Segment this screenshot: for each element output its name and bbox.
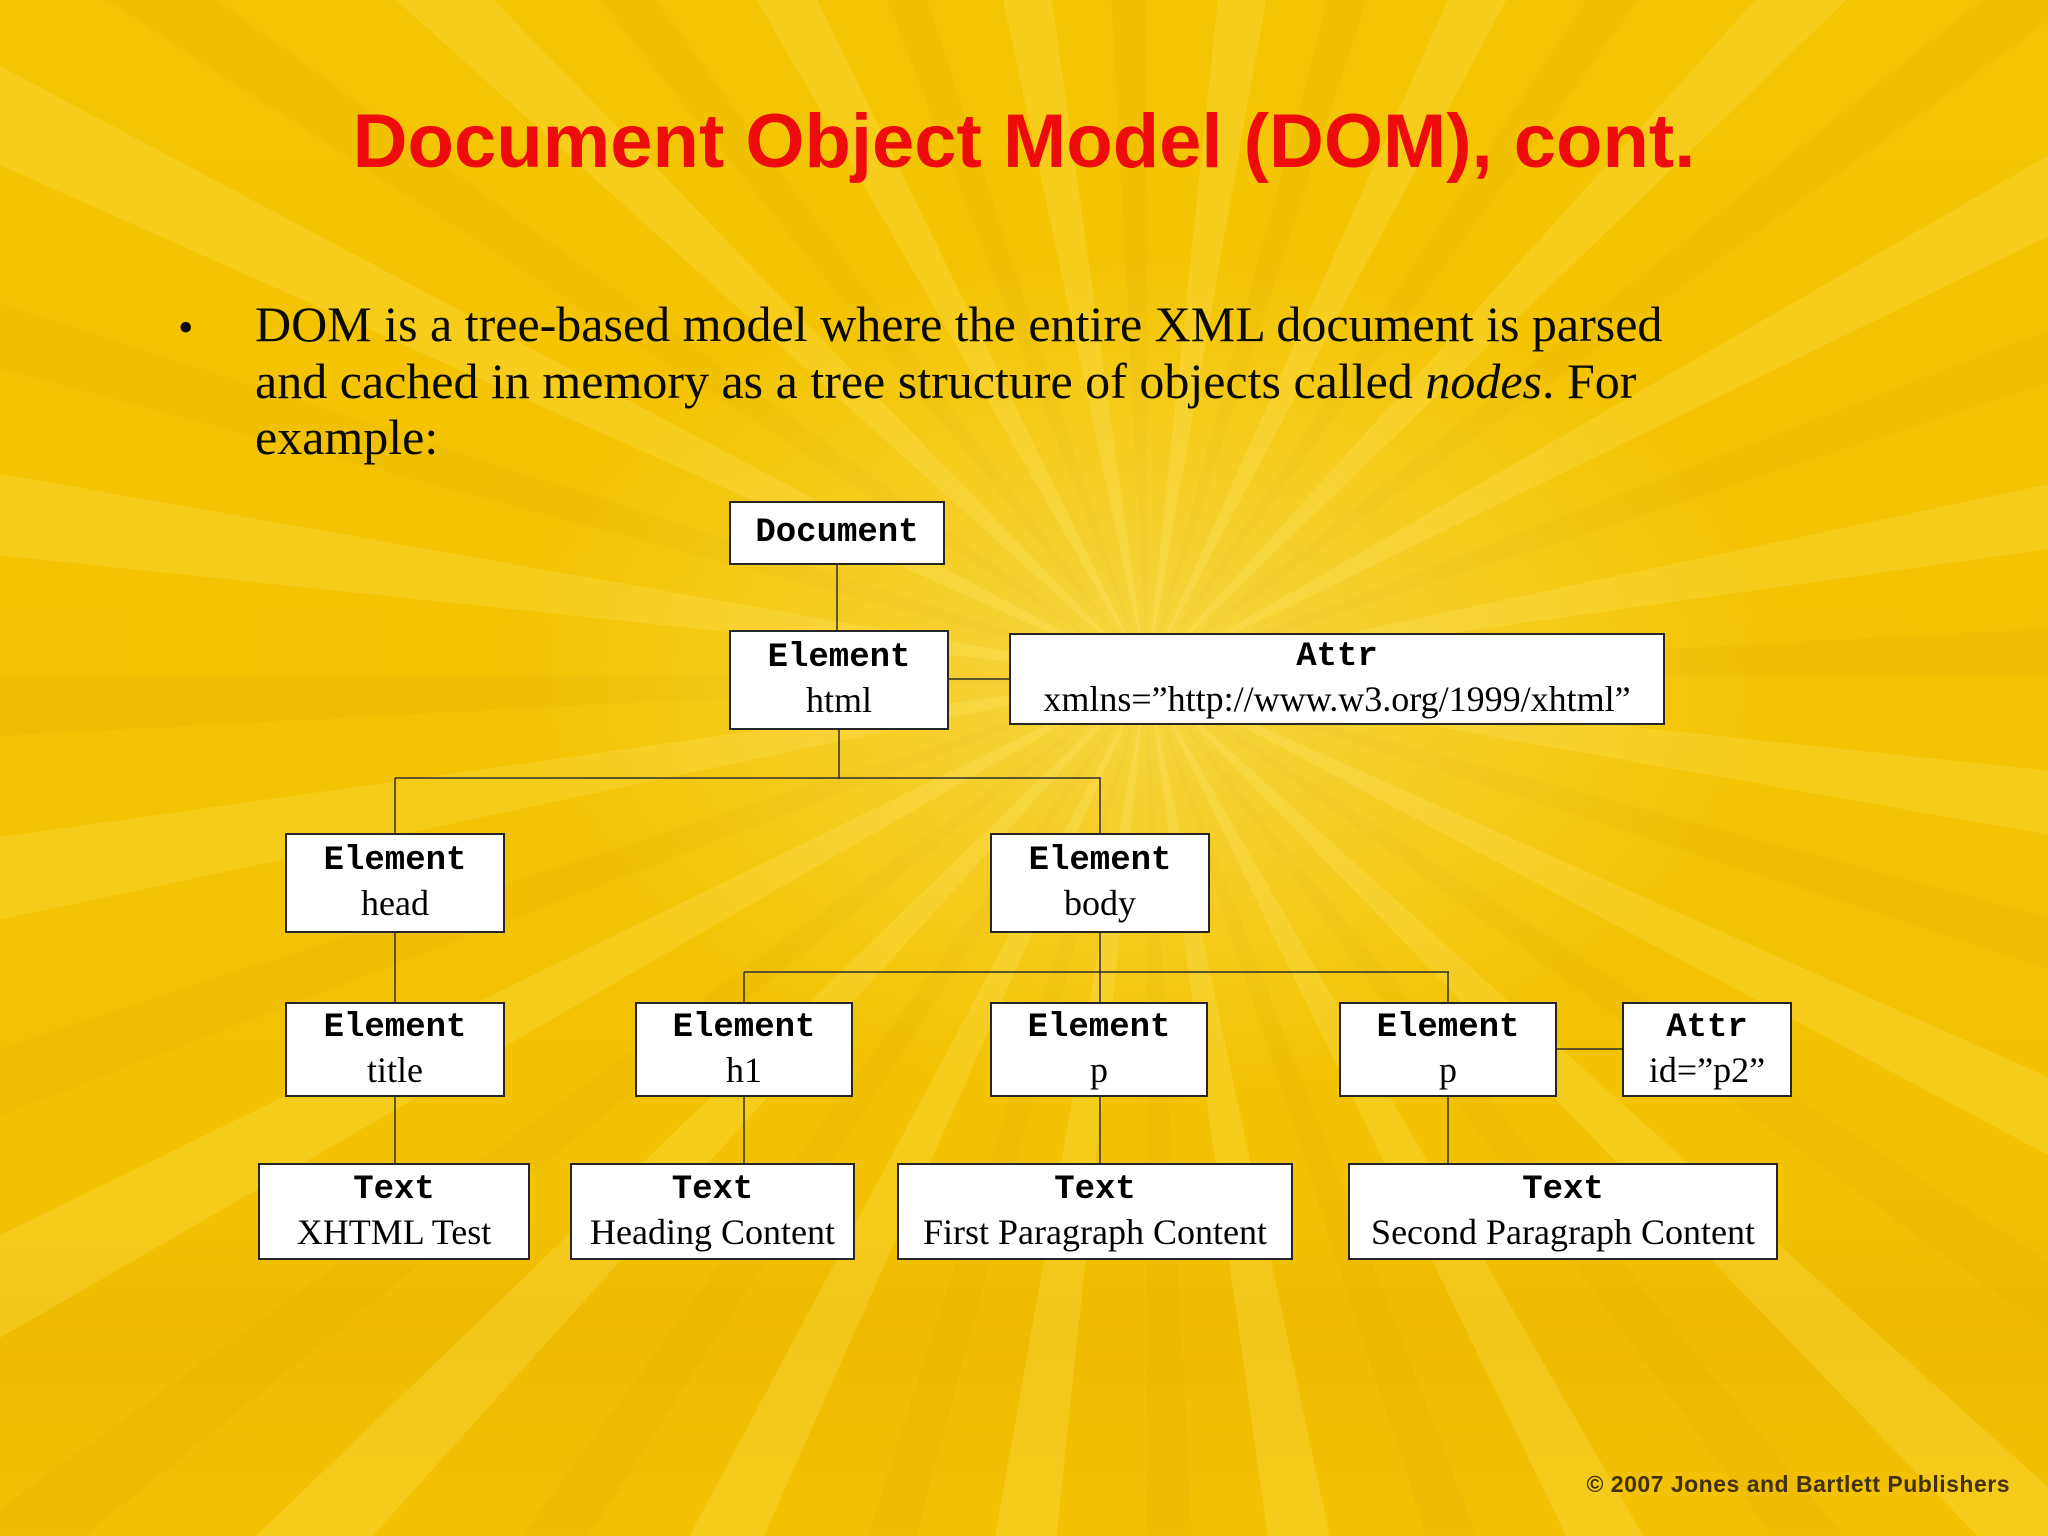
bullet-marker: • xyxy=(178,303,194,352)
node-type-label: Element xyxy=(1028,842,1172,881)
node-value-label: First Paragraph Content xyxy=(923,1211,1267,1252)
node-type-label: Element xyxy=(1027,1008,1171,1047)
node-type-label: Element xyxy=(767,639,911,678)
node-value-label: id=”p2” xyxy=(1648,1049,1766,1090)
node-type-label: Element xyxy=(672,1008,816,1047)
node-value-label: p xyxy=(1090,1049,1108,1090)
node-value-label: body xyxy=(1064,883,1136,924)
node-value-label: title xyxy=(367,1049,423,1090)
node-type-label: Text xyxy=(353,1170,435,1209)
bullet-line: example: xyxy=(255,409,439,465)
node-type-label: Text xyxy=(1054,1170,1136,1209)
node-type-label: Text xyxy=(671,1170,754,1209)
copyright-text: © 2007 Jones and Bartlett Publishers xyxy=(1586,1471,2010,1497)
node-type-label: Element xyxy=(1376,1008,1520,1047)
node-value-label: Heading Content xyxy=(590,1211,835,1252)
node-value-label: head xyxy=(361,883,429,924)
node-type-label: Document xyxy=(755,513,919,552)
node-type-label: Element xyxy=(323,842,467,881)
node-value-label: p xyxy=(1439,1049,1457,1090)
bullet-line: and cached in memory as a tree structure… xyxy=(255,352,1637,409)
node-value-label: Second Paragraph Content xyxy=(1371,1211,1755,1252)
slide-title: Document Object Model (DOM), cont. xyxy=(352,99,1696,184)
node-type-label: Text xyxy=(1522,1170,1604,1209)
node-type-label: Attr xyxy=(1666,1008,1748,1047)
bullet-item: • DOM is a tree-based model where the en… xyxy=(178,296,1898,466)
node-value-label: xmlns=”http://www.w3.org/1999/xhtml” xyxy=(1043,679,1631,720)
bullet-text: DOM is a tree-based model where the enti… xyxy=(255,296,1662,466)
node-value-label: XHTML Test xyxy=(296,1211,492,1252)
bullet-line: DOM is a tree-based model where the enti… xyxy=(255,296,1663,352)
node-value-label: h1 xyxy=(726,1049,762,1090)
node-document: Document xyxy=(729,501,945,565)
node-type-label: Attr xyxy=(1296,638,1378,677)
node-type-label: Element xyxy=(323,1008,467,1047)
node-value-label: html xyxy=(805,680,872,721)
